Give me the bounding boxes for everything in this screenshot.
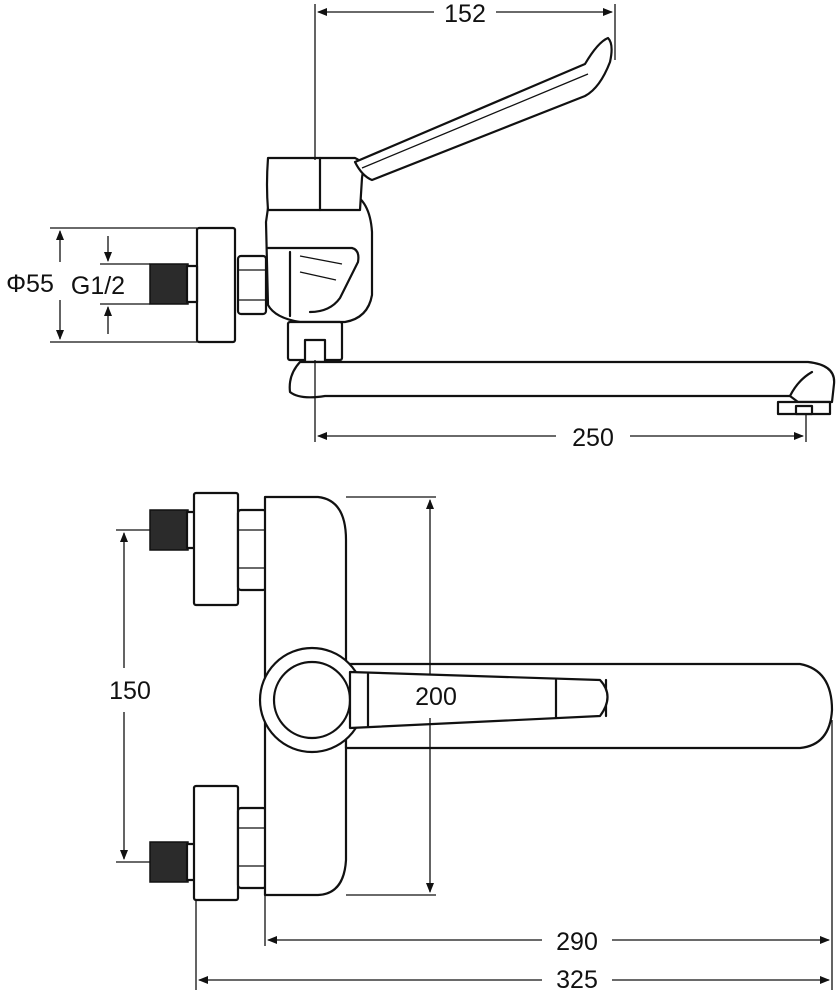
dim-250: 250 <box>572 424 614 452</box>
dim-outlet-diameter: Φ55 <box>6 270 54 298</box>
front-upper-flange <box>192 491 240 607</box>
front-view <box>149 491 834 902</box>
dim-thread-size: G1/2 <box>71 272 125 300</box>
side-lever <box>353 36 613 182</box>
front-dimensions: 150 200 290 325 <box>109 496 833 992</box>
dim-200: 200 <box>415 683 457 711</box>
front-upper-hex-nut <box>236 508 268 592</box>
side-hex-nut <box>236 254 268 316</box>
front-lower-threaded-inlet <box>149 841 189 883</box>
dim-152: 152 <box>444 0 486 28</box>
front-lever <box>348 670 609 730</box>
dim-290: 290 <box>556 928 598 956</box>
dim-150: 150 <box>109 677 151 705</box>
front-lower-flange <box>192 784 240 902</box>
side-handle <box>265 156 364 212</box>
front-lower-hex-nut <box>236 806 268 890</box>
side-dimensions: 152 Φ55 G1/2 250 <box>6 0 807 452</box>
dim-325: 325 <box>556 966 598 992</box>
side-threaded-inlet <box>149 263 189 305</box>
side-wall-flange <box>195 226 237 344</box>
side-view <box>149 36 836 416</box>
front-upper-threaded-inlet <box>149 509 189 551</box>
side-body <box>264 190 374 324</box>
front-handle-disc <box>258 646 366 754</box>
side-spout <box>288 360 836 404</box>
